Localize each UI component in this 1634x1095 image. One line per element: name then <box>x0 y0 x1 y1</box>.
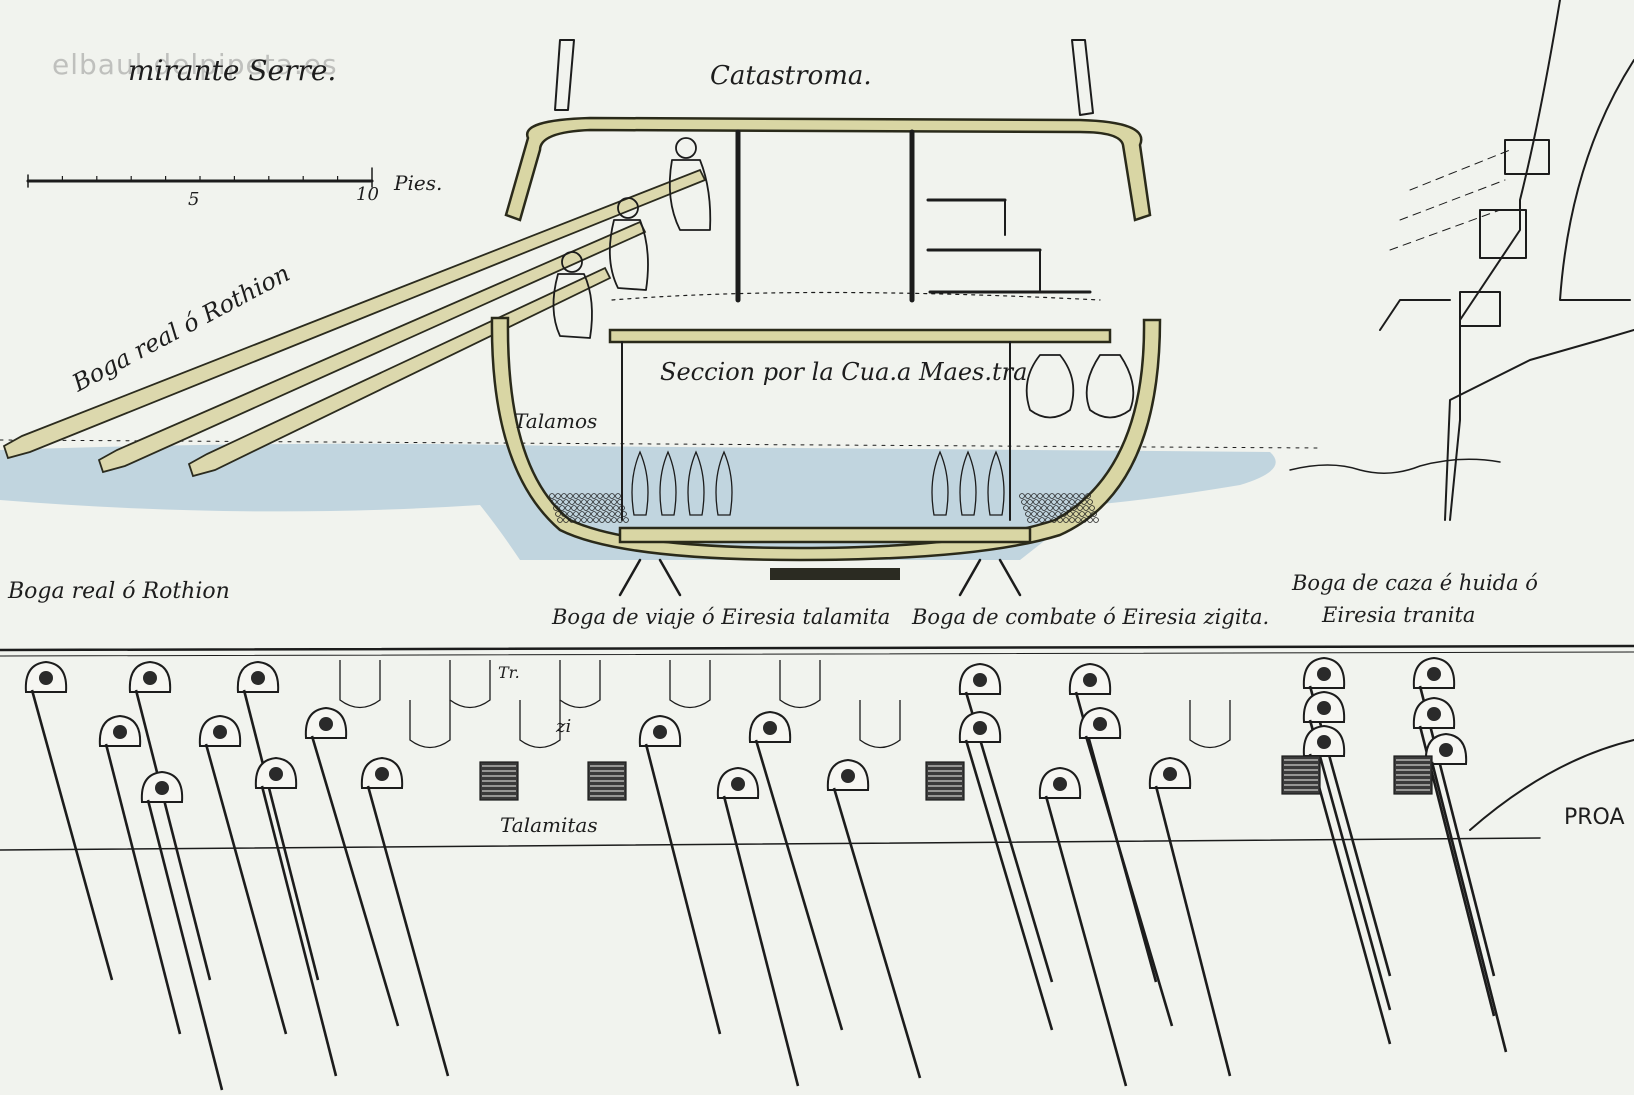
left-row-label: Boga real ó Rothion <box>7 579 230 604</box>
oar-middle <box>97 220 647 474</box>
combate-label: Boga de combate ó Eiresia zigita. <box>911 605 1269 629</box>
plan-bottom-line <box>0 837 1541 851</box>
tr-label: Tr. <box>498 663 520 682</box>
scale-10: 10 <box>356 184 379 205</box>
caza-label-2: Eiresia tranita <box>1321 603 1475 627</box>
watermark: elbaul delpipeta.es <box>52 48 338 81</box>
oar-group-section <box>2 168 707 478</box>
scale-5: 5 <box>188 189 199 210</box>
plan-top-line <box>0 644 1634 652</box>
section-label: Seccion por la Cua.a Maes.tra <box>660 358 1027 386</box>
viaje-label: Boga de viaje ó Eiresia talamita <box>551 605 890 629</box>
water-wave-right <box>1289 458 1501 474</box>
talamitas-label: Talamitas <box>500 813 598 837</box>
plan-top-line-2 <box>0 651 1634 657</box>
caza-label-1: Boga de caza é huida ó <box>1291 571 1538 595</box>
oar-upper <box>2 168 707 460</box>
oar-plan <box>24 656 1508 1091</box>
proa-label: PROA <box>1564 805 1625 830</box>
deck-label: Catastroma. <box>710 61 872 91</box>
prow-sketch <box>1379 0 1634 831</box>
rowers <box>552 137 712 339</box>
scale-bar <box>26 167 374 188</box>
zi-label: zi <box>555 716 571 737</box>
talamos-label: Talamos <box>514 409 597 433</box>
top-left-heading: mirante Serre. <box>128 54 336 87</box>
scale-unit: Pies. <box>393 171 442 195</box>
hull-section <box>490 39 1162 597</box>
water-line <box>0 439 1321 449</box>
